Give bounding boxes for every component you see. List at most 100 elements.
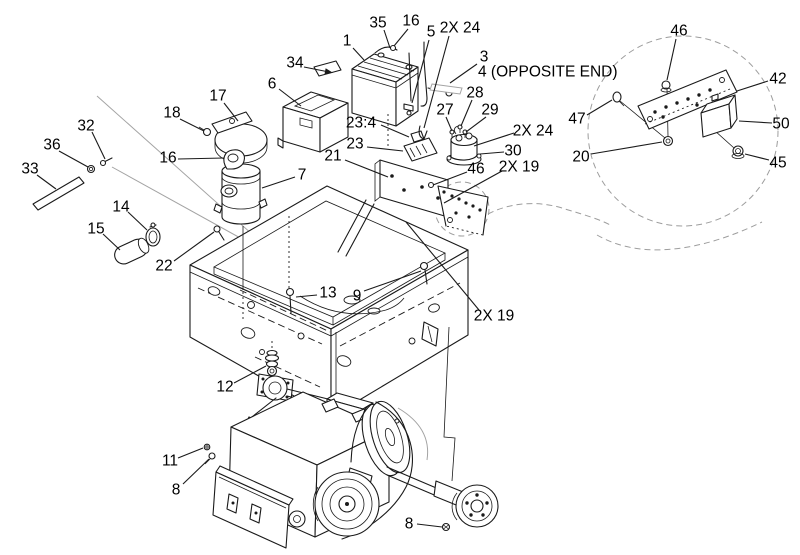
- leader-line-36: [58, 150, 89, 168]
- leader-line-22: [173, 231, 215, 262]
- mounting-plate-46: [427, 181, 489, 236]
- leader-line-8: [416, 523, 443, 528]
- idler-pulley: [288, 510, 306, 528]
- clamp-17-assembly: [198, 111, 268, 164]
- bolt-13-target: [285, 287, 295, 297]
- leader-line-7: [261, 176, 296, 189]
- j-bolt: [420, 41, 428, 107]
- leader-line-13: [295, 294, 318, 298]
- leader-line-23: [366, 146, 404, 152]
- relay-50: [700, 93, 738, 138]
- nut-20-target: [662, 135, 674, 147]
- leader-line-45: [744, 153, 770, 161]
- leader-line-34: [303, 66, 330, 73]
- callout-label-16: 16: [402, 13, 419, 30]
- callout-label-50: 50: [772, 116, 790, 133]
- callout-label-2X-19: 2X 19: [474, 308, 515, 325]
- callout-label-28: 28: [466, 85, 483, 102]
- rod-5: [408, 52, 412, 102]
- callout-label-29: 29: [481, 102, 498, 119]
- leader-line-5: [411, 39, 430, 104]
- leader-arrowhead: [324, 68, 333, 75]
- battery-box-6: [277, 60, 349, 153]
- bolt-46-target: [427, 181, 435, 189]
- nut-16-target: [389, 44, 397, 52]
- leader-line-17: [223, 102, 239, 122]
- callout-label-6: 6: [268, 76, 277, 93]
- detail-balloon-circle: [587, 35, 779, 227]
- screw-18-target: [202, 127, 212, 137]
- callout-label-9: 9: [353, 288, 362, 305]
- battery-terminal: [377, 52, 385, 58]
- bracket-23: [403, 137, 438, 162]
- hose-clamp-14: [145, 222, 161, 247]
- detail-balloon-assembly: [612, 69, 745, 159]
- callout-label-36: 36: [43, 137, 60, 154]
- callout-label-32: 32: [77, 118, 94, 135]
- small-parts-left: [32, 157, 161, 265]
- air-cleaner-7: [213, 149, 268, 320]
- leader-line-21: [344, 159, 389, 178]
- callout-label-23-4: 23:4: [346, 115, 377, 132]
- callout-label-22: 22: [155, 258, 172, 275]
- callout-label-20: 20: [572, 149, 590, 166]
- frame-fasteners: [213, 216, 429, 384]
- callout-label-23: 23: [346, 136, 363, 153]
- leader-line-14: [127, 211, 148, 231]
- callout-label-5: 5: [427, 24, 436, 41]
- callout-label-27: 27: [436, 102, 453, 119]
- callout-label-34: 34: [286, 55, 304, 72]
- leader-line-46: [666, 38, 677, 81]
- leader-line-9: [363, 270, 422, 292]
- callout-label-42: 42: [769, 71, 786, 88]
- front-panel: [212, 465, 294, 549]
- callout-label-30: 30: [504, 143, 522, 160]
- callout-label-2X-19: 2X 19: [499, 159, 540, 176]
- axle-hub-assembly: [386, 326, 499, 532]
- callout-label-15: 15: [87, 221, 104, 238]
- support-bracket-assembly: [337, 124, 489, 257]
- callout-label-46: 46: [467, 161, 484, 178]
- callout-label-7: 7: [298, 167, 307, 184]
- washer-11-target: [203, 443, 211, 451]
- leader-line-46: [432, 171, 468, 186]
- leader-line-1: [352, 47, 365, 61]
- leader-line-6: [278, 88, 302, 107]
- leader-line-18: [179, 118, 205, 132]
- leader-line-32: [91, 131, 106, 160]
- leader-line-2X-24: [473, 132, 515, 147]
- leader-line-42: [736, 80, 769, 92]
- nut-36-target: [86, 164, 96, 174]
- leader-line-33: [36, 174, 57, 190]
- leader-line-2X-24: [423, 35, 450, 129]
- hose-15: [114, 237, 150, 265]
- callout-label-1: 1: [343, 33, 352, 50]
- leader-line-2X-19: [443, 170, 503, 204]
- washer-stack-12: [264, 341, 280, 384]
- callout-label-12: 12: [216, 379, 233, 396]
- leader-line-16: [393, 28, 409, 47]
- leader-line-8: [182, 458, 210, 485]
- bolt-8-target: [208, 452, 216, 460]
- plate-34: [313, 60, 342, 77]
- leader-line-11: [177, 447, 204, 459]
- leader-line-15: [102, 233, 121, 251]
- leader-line-27: [445, 116, 453, 132]
- battery-assembly: [351, 41, 463, 147]
- callout-label-8: 8: [405, 516, 414, 533]
- callout-label-18: 18: [163, 105, 180, 122]
- callout-label-17: 17: [209, 88, 226, 105]
- leader-line-2X-19: [405, 221, 480, 311]
- bolt-46-balloon-target: [661, 80, 671, 90]
- leader-line-12: [233, 365, 267, 384]
- callout-label-3: 3: [480, 49, 489, 66]
- leader-line-3: [449, 63, 478, 84]
- leader-line-29: [465, 116, 487, 133]
- callout-label-4-OPPOSITE-END-: 4 (OPPOSITE END): [478, 64, 618, 81]
- callout-label-46: 46: [670, 23, 687, 40]
- callout-label-8: 8: [172, 482, 181, 499]
- callout-label-14: 14: [112, 199, 130, 216]
